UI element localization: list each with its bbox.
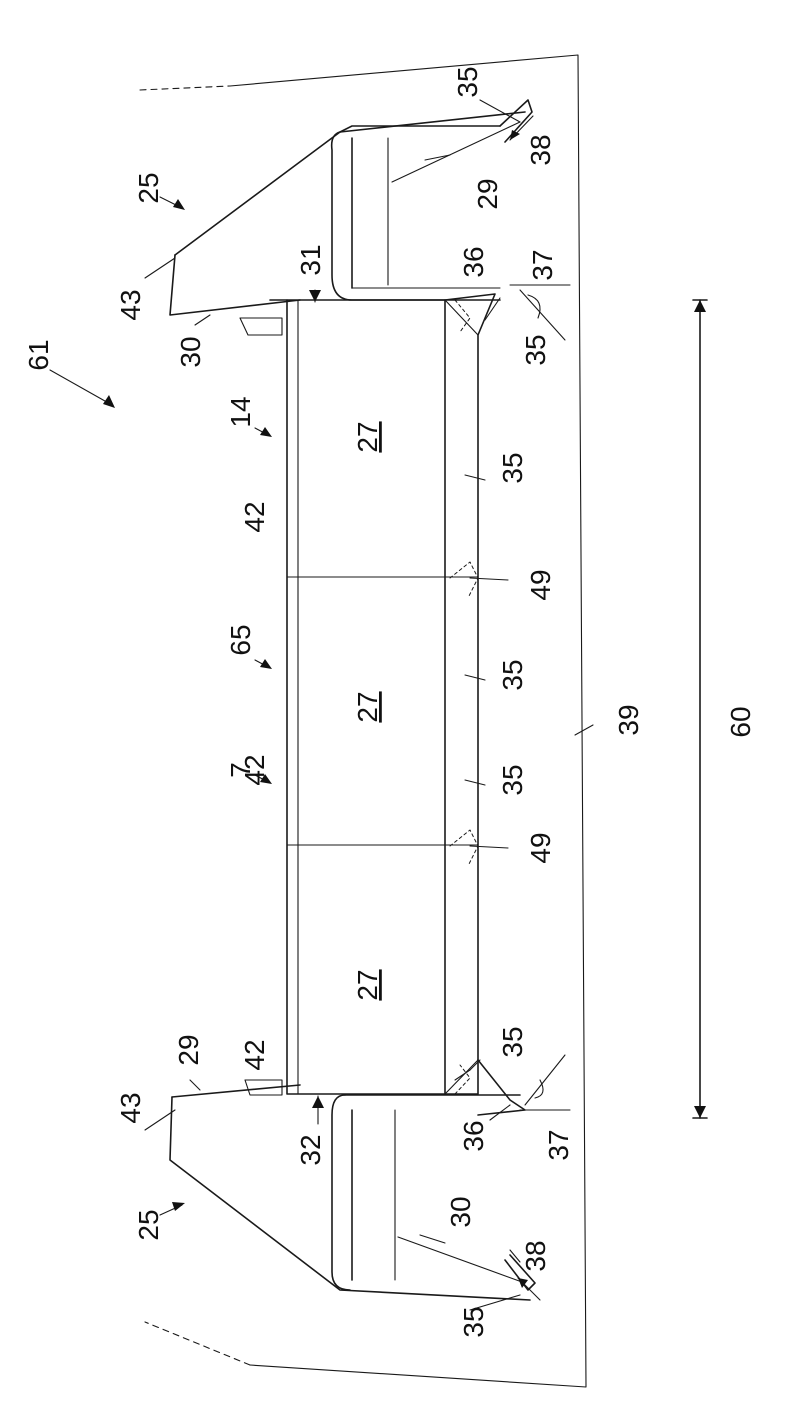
base-plane — [139, 54, 587, 1388]
label-30-bottom: 30 — [445, 1196, 476, 1227]
main-body — [269, 293, 526, 1116]
label-38-bottom: 38 — [520, 1240, 551, 1271]
label-42-a: 42 — [239, 501, 270, 532]
label-35-bottom-end: 35 — [458, 1306, 489, 1337]
label-7: 7 — [225, 762, 256, 778]
label-43-top: 43 — [115, 289, 146, 320]
label-32: 32 — [295, 1134, 326, 1165]
end-cap-bottom — [169, 1079, 536, 1301]
label-25-top: 25 — [133, 172, 164, 203]
label-49-b: 49 — [525, 832, 556, 863]
label-37-top: 37 — [527, 249, 558, 280]
label-27-a: 27 — [352, 421, 383, 452]
angle-markers — [509, 284, 571, 1111]
label-29-bottom: 29 — [173, 1034, 204, 1065]
label-36-bottom: 36 — [458, 1120, 489, 1151]
label-35-top-corner: 35 — [520, 334, 551, 365]
dimension-line — [692, 299, 708, 1119]
label-14: 14 — [225, 396, 256, 427]
label-35-bottom-corner: 35 — [497, 1026, 528, 1057]
label-42-b: 42 — [239, 754, 270, 785]
label-27-c: 27 — [352, 969, 383, 1000]
label-37-bottom: 37 — [543, 1129, 574, 1160]
label-65: 65 — [225, 624, 256, 655]
label-29-top: 29 — [472, 178, 503, 209]
label-27-b: 27 — [352, 691, 383, 722]
label-42-c: 42 — [239, 1039, 270, 1070]
leader-lines — [49, 99, 594, 1311]
label-25-bottom: 25 — [133, 1209, 164, 1240]
label-31: 31 — [295, 244, 326, 275]
label-30-top: 30 — [175, 336, 206, 367]
label-61: 61 — [23, 339, 54, 370]
label-60: 60 — [725, 706, 756, 737]
label-35-body-2: 35 — [497, 659, 528, 690]
label-36-top: 36 — [458, 246, 489, 277]
dimension-38 — [509, 115, 541, 1301]
label-49-a: 49 — [525, 569, 556, 600]
end-cap-top — [169, 99, 533, 336]
reference-labels: 61 25 25 43 43 30 30 31 32 14 65 7 42 42… — [23, 66, 756, 1337]
label-35-body-3: 35 — [497, 764, 528, 795]
label-35-top-end: 35 — [452, 66, 483, 97]
label-35-body-1: 35 — [497, 452, 528, 483]
label-38-top: 38 — [525, 134, 556, 165]
label-43-bottom: 43 — [115, 1092, 146, 1123]
label-39: 39 — [613, 704, 644, 735]
